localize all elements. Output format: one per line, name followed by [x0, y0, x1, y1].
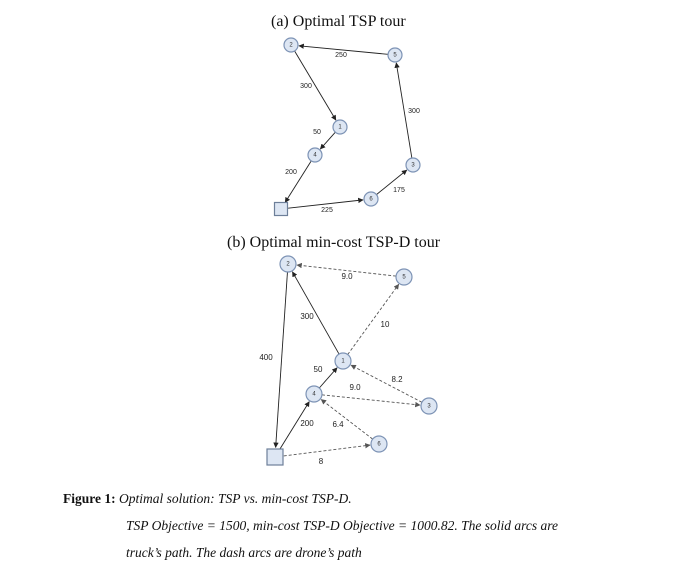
- panel-a-node-1: 1: [332, 119, 348, 135]
- node-label: 2: [286, 262, 290, 268]
- edge-weight-label: 8.2: [391, 375, 403, 384]
- panel-a-node-4: 4: [307, 147, 323, 163]
- panel-b-edge-3-1: [350, 364, 423, 403]
- node-label: 1: [338, 125, 342, 131]
- edge-weight-label: 250: [335, 52, 347, 59]
- edge-weight-label: 50: [313, 129, 321, 136]
- edge-weight-label: 225: [321, 207, 333, 214]
- panel-a-depot-node: [273, 201, 289, 217]
- caption-line-2: TSP Objective = 1500, min-cost TSP-D Obj…: [126, 518, 559, 533]
- figure-graphs: 250 300 50 200 225 175 300 2 5 1 4 3 6 9.0 300 10 400 50…: [259, 37, 438, 466]
- panel-a-edge-4-depot: [284, 160, 312, 203]
- panel-b-node-3: 3: [420, 397, 438, 415]
- panel-b-edge-1-5: [347, 283, 400, 355]
- panel-b-node-2: 2: [279, 255, 297, 273]
- panel-a-node-3: 3: [405, 157, 421, 173]
- node-label: 2: [289, 43, 293, 49]
- caption-line-1: Figure 1: Optimal solution: TSP vs. min-…: [63, 491, 352, 507]
- edge-weight-label: 9.0: [341, 272, 353, 281]
- figure-label: Figure 1:: [63, 491, 116, 506]
- panel-a-title: (a) Optimal TSP tour: [271, 13, 406, 30]
- panel-a-edge-3-5: [394, 62, 413, 159]
- panel-b-edge-5-2: [296, 262, 397, 277]
- edge-weight-label: 9.0: [349, 383, 361, 392]
- panel-a-edge-2-1: [294, 50, 337, 121]
- edge-weight-label: 8: [319, 457, 324, 466]
- edge-weight-label: 175: [393, 187, 405, 194]
- edge-weight-label: 300: [408, 108, 420, 115]
- panel-a-edge-5-2: [298, 43, 389, 55]
- node-label: 4: [312, 392, 316, 398]
- caption-line-3: truck’s path. The dash arcs are drone’s …: [126, 545, 362, 560]
- panel-b-edge-2-depot: [273, 271, 288, 448]
- edge-weight-label: 300: [300, 83, 312, 90]
- panel-b-node-5: 5: [395, 268, 413, 286]
- edge-weight-label: 300: [300, 312, 314, 321]
- panel-b-edge-6-4: [320, 399, 373, 440]
- panel-b-node-6: 6: [370, 435, 388, 453]
- panel-b-title: (b) Optimal min-cost TSP-D tour: [227, 234, 441, 251]
- panel-a-edge-1-4: [319, 131, 336, 150]
- figure-title: Optimal solution: TSP vs. min-cost TSP-D…: [119, 491, 352, 506]
- panel-a-edge-depot-6: [288, 197, 364, 209]
- panel-a-edge-6-3: [376, 169, 408, 195]
- edge-weight-label: 6.4: [332, 420, 344, 429]
- panel-b-edge-depot-4: [279, 401, 310, 450]
- node-label: 5: [393, 53, 397, 59]
- panel-b-depot-node: [266, 448, 284, 466]
- node-label: 6: [377, 442, 381, 448]
- panel-a-graph: 250 300 50 200 225 175 300 2 5 1 4 3 6: [273, 37, 421, 217]
- panel-b-edge-1-2: [292, 271, 340, 355]
- panel-b-edge-depot-6: [283, 443, 371, 457]
- node-label: 3: [427, 404, 431, 410]
- node-label: 4: [313, 153, 317, 159]
- node-label: 5: [402, 275, 406, 281]
- edge-weight-label: 50: [314, 365, 323, 374]
- panel-b-edge-4-3: [321, 394, 421, 408]
- edge-weight-label: 10: [381, 320, 390, 329]
- node-label: 1: [341, 359, 345, 365]
- panel-b-graph: 9.0 300 10 400 50 8.2 9.0 200 6.4 8 2 5 1 4 3 6: [259, 255, 438, 466]
- panel-b-edge-4-1: [318, 367, 338, 389]
- edge-weight-label: 200: [285, 169, 297, 176]
- panel-b-node-1: 1: [334, 352, 352, 370]
- panel-a-node-5: 5: [387, 47, 403, 63]
- panel-a-node-6: 6: [363, 191, 379, 207]
- node-label: 6: [369, 197, 373, 203]
- edge-weight-label: 400: [259, 353, 273, 362]
- panel-b-node-4: 4: [305, 385, 323, 403]
- edge-weight-label: 200: [300, 419, 314, 428]
- node-label: 3: [411, 163, 415, 169]
- panel-a-node-2: 2: [283, 37, 299, 53]
